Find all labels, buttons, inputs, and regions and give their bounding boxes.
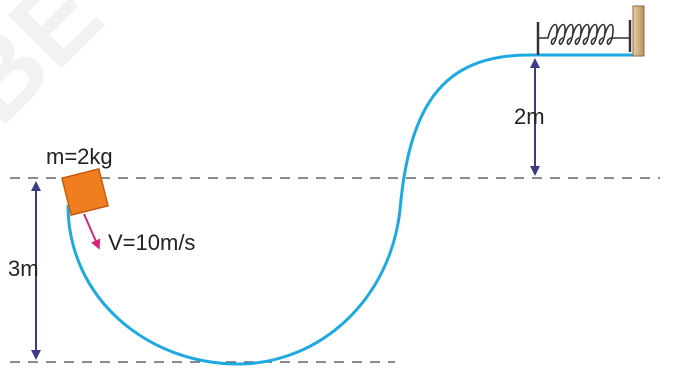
wall <box>632 5 645 57</box>
block <box>61 168 109 216</box>
velocity-arrow <box>83 213 101 250</box>
spring-coil <box>538 23 630 45</box>
mass-label: m=2kg <box>46 144 113 169</box>
height-label-right: 2m <box>514 104 545 129</box>
watermark-text: BE V <box>0 0 199 147</box>
block-body <box>61 168 109 216</box>
height-label-left: 3m <box>8 256 39 281</box>
curved-track <box>66 53 635 366</box>
velocity-label: V=10m/s <box>108 230 195 255</box>
watermark: BE V <box>0 0 199 147</box>
spring-assembly <box>536 5 645 57</box>
